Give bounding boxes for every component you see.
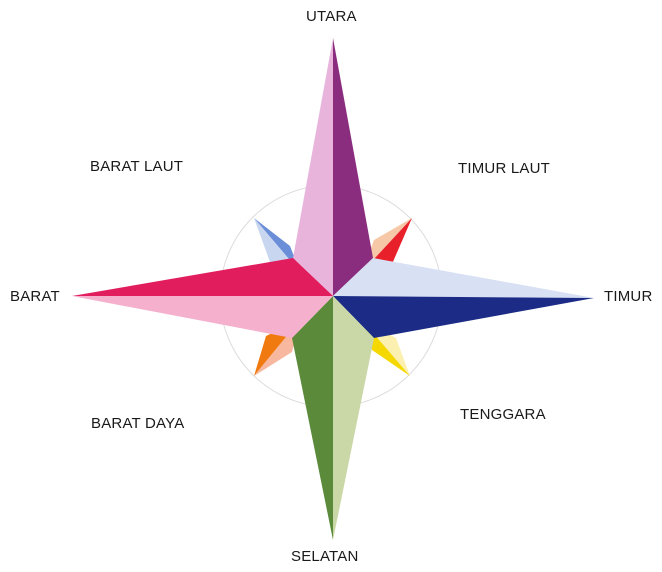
label-southeast: TENGGARA [460,406,546,424]
north-point-light [293,38,333,296]
label-east: TIMUR [604,288,653,306]
label-southwest: BARAT DAYA [91,415,184,433]
east-point-dark [333,296,594,338]
west-point-light [72,296,333,338]
south-point-light [333,296,374,540]
label-north: UTARA [306,8,357,26]
label-northeast: TIMUR LAUT [458,160,550,178]
west-point-dark [72,258,333,296]
east-point-light [333,258,594,298]
label-south: SELATAN [291,548,359,566]
label-west: BARAT [10,288,60,306]
north-point-dark [333,38,373,296]
label-northwest: BARAT LAUT [90,158,183,176]
south-point-dark [292,296,333,540]
